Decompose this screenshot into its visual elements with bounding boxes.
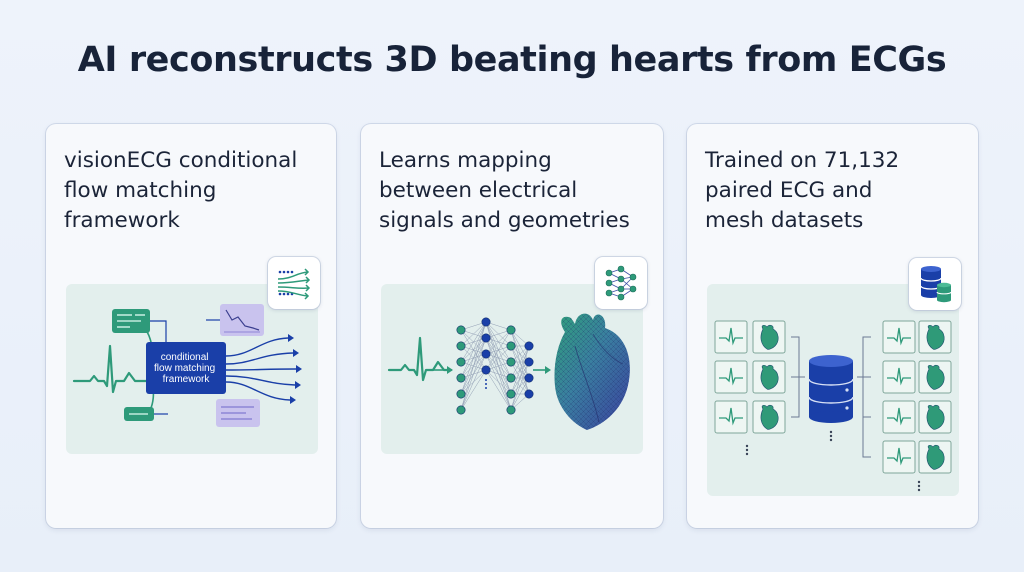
neural-network-node [524, 389, 534, 399]
card-flow-matching: visionECG conditional flow matching fram… [46, 124, 336, 528]
heart-mesh-mini [926, 324, 945, 350]
neural-network-node [481, 349, 491, 359]
heart-3d-mesh [554, 313, 630, 430]
database-cylinder [808, 355, 854, 423]
neural-network-node [481, 365, 491, 375]
neural-network-node [506, 405, 516, 415]
neural-network-node [506, 325, 516, 335]
neural-network-node [524, 341, 534, 351]
framework-box [146, 342, 226, 394]
neural-network-node [506, 373, 516, 383]
dataset-illustration [714, 320, 952, 492]
ecg-tile [882, 360, 916, 394]
neural-network-node [456, 357, 466, 367]
mapping-illustration [387, 313, 630, 430]
ecg-waveform-mini [887, 367, 911, 386]
page-title: AI reconstructs 3D beating hearts from E… [77, 40, 947, 80]
ecg-tile [714, 320, 748, 354]
code-snippet-top [112, 309, 150, 333]
ecg-waveform-mini [719, 327, 743, 346]
ecg-waveform-mini [887, 447, 911, 466]
heart-mesh-mini [926, 404, 945, 430]
ecg-tile [882, 400, 916, 434]
ecg-waveform [387, 336, 453, 382]
neural-network-node [481, 317, 491, 327]
heart-mesh-mini [760, 324, 779, 350]
neural-network-node [456, 389, 466, 399]
neural-network-node [506, 341, 516, 351]
ecg-tile [882, 440, 916, 474]
ecg-waveform-mini [719, 407, 743, 426]
card-training-data: Trained on 71,132 paired ECG and mesh da… [687, 124, 978, 528]
neural-network-node [481, 333, 491, 343]
framework-box-line-1: conditional [161, 352, 209, 363]
card-description: Trained on 71,132 paired ECG and mesh da… [705, 148, 900, 233]
ecg-waveform-mini [887, 407, 911, 426]
heart-mesh-mini [926, 364, 945, 390]
flow-arrows-icon [268, 257, 320, 309]
neural-network-node [456, 341, 466, 351]
neural-network-node [456, 373, 466, 383]
card-description: Learns mapping between electrical signal… [379, 148, 630, 233]
card-description: visionECG conditional flow matching fram… [64, 148, 298, 233]
flow-matching-illustration: conditional flow matching framework [72, 304, 302, 427]
neural-network [456, 317, 534, 415]
neural-network-node [456, 405, 466, 415]
ecg-tile [882, 320, 916, 354]
neural-network-node [506, 357, 516, 367]
neural-network-icon [595, 257, 647, 309]
ecg-mesh-pairs-output [882, 320, 952, 474]
neural-network-node [524, 373, 534, 383]
code-snippet-bottom [124, 407, 154, 421]
ecg-waveform-mini [719, 367, 743, 386]
framework-box-label: conditional flow matching framework [154, 352, 218, 385]
neural-network-node [524, 357, 534, 367]
ecg-mesh-pairs-input [714, 320, 786, 434]
framework-box-line-2: flow matching [154, 363, 215, 374]
neural-network-node [456, 325, 466, 335]
heart-mesh-mini [926, 444, 945, 470]
output-chart-top [220, 304, 264, 336]
ecg-tile [714, 360, 748, 394]
heart-mesh-mini [760, 404, 779, 430]
ecg-waveform-mini [887, 327, 911, 346]
ecg-tile [714, 400, 748, 434]
flow-arrows [225, 337, 297, 401]
database-icon [909, 258, 961, 310]
framework-box-line-3: framework [163, 374, 211, 385]
output-chart-bottom [216, 399, 260, 427]
heart-mesh-mini [760, 364, 779, 390]
card-learned-mapping: Learns mapping between electrical signal… [361, 124, 663, 528]
ecg-waveform [72, 344, 148, 394]
neural-network-node [506, 389, 516, 399]
